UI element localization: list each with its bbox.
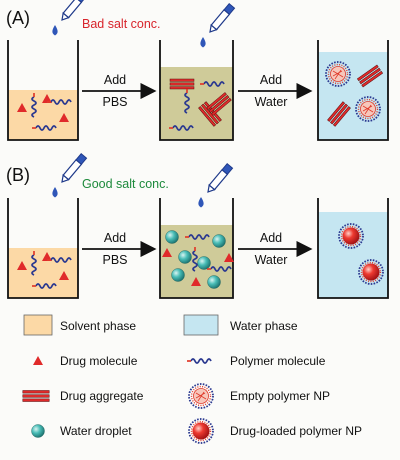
drug-aggregate-icon	[169, 78, 195, 90]
step1-reagent: PBS	[102, 253, 127, 267]
water-droplet-icon	[197, 256, 211, 270]
water-phase-swatch	[183, 314, 219, 336]
legend-polymer-molecule: Polymer molecule	[230, 354, 326, 368]
beaker-a1	[7, 40, 79, 141]
legend-water-droplet: Water droplet	[60, 424, 132, 438]
water-droplet-icon	[178, 250, 192, 264]
legend-empty-polymer-np: Empty polymer NP	[230, 389, 330, 403]
drug-molecule-icon	[33, 356, 43, 365]
beaker-b2	[159, 198, 234, 299]
step2-verb: Add	[260, 231, 282, 245]
water-phase-fill	[318, 52, 388, 140]
legend-drug-aggregate: Drug aggregate	[60, 389, 144, 403]
legend: Solvent phase Water phase Drug molecule …	[22, 314, 362, 443]
legend-drug-loaded-polymer-np: Drug-loaded polymer NP	[230, 424, 362, 438]
water-droplet-icon	[165, 230, 179, 244]
step2-reagent: Water	[255, 95, 288, 109]
dropper-icon	[199, 3, 236, 49]
panel-b-tag: (B)	[6, 165, 30, 185]
dropper-icon	[197, 163, 234, 209]
legend-solvent-phase: Solvent phase	[60, 319, 136, 333]
solvent-phase-fill	[8, 248, 78, 298]
panel-b-condition: Good salt conc.	[82, 177, 169, 191]
pbs-mixture-fill	[160, 67, 233, 140]
step2-verb: Add	[260, 73, 282, 87]
empty-polymer-np-icon	[189, 384, 213, 408]
solvent-phase-fill	[8, 90, 78, 140]
legend-drug-molecule: Drug molecule	[60, 354, 138, 368]
step1-reagent: PBS	[102, 95, 127, 109]
drug-aggregate-icon	[22, 390, 50, 402]
polymer-molecule-icon	[186, 358, 212, 364]
step2-reagent: Water	[255, 253, 288, 267]
panel-a: (A) Bad salt conc. Add PBS	[6, 0, 389, 141]
step1-verb: Add	[104, 231, 126, 245]
water-droplet-icon	[31, 424, 45, 438]
drug-loaded-polymer-np-icon	[189, 419, 213, 443]
legend-water-phase: Water phase	[230, 319, 298, 333]
solvent-phase-swatch	[23, 314, 53, 336]
beaker-a2	[159, 40, 234, 141]
beaker-b1	[7, 198, 79, 299]
beaker-b3	[317, 198, 389, 299]
panel-b: (B) Good salt conc. Add PBS	[6, 153, 389, 299]
water-droplet-icon	[207, 275, 221, 289]
beaker-a3	[317, 40, 389, 141]
water-droplet-icon	[212, 234, 226, 248]
step1-verb: Add	[104, 73, 126, 87]
water-droplet-icon	[171, 268, 185, 282]
panel-a-condition: Bad salt conc.	[82, 17, 161, 31]
panel-a-tag: (A)	[6, 8, 30, 28]
